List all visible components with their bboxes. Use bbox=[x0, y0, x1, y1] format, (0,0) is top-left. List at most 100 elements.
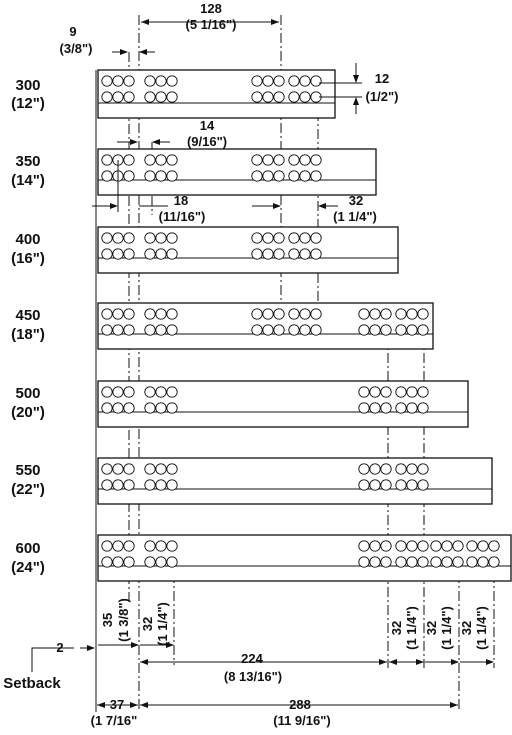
mounting-hole bbox=[380, 540, 392, 552]
mounting-hole bbox=[166, 386, 178, 398]
hole-pattern bbox=[101, 540, 500, 568]
mounting-hole bbox=[369, 324, 381, 336]
mounting-hole bbox=[155, 463, 167, 475]
mounting-hole bbox=[406, 386, 418, 398]
dimension-37: 37 (1 7/16" bbox=[91, 697, 138, 728]
mounting-hole bbox=[441, 556, 453, 568]
dimension-35: 35 (1 3/8") bbox=[98, 598, 139, 648]
mounting-hole bbox=[251, 248, 263, 260]
size-label-400-mm: 400 bbox=[15, 231, 40, 248]
mounting-hole bbox=[101, 479, 113, 491]
dimension-inch: (3/8") bbox=[60, 41, 93, 56]
mounting-hole bbox=[417, 386, 429, 398]
dimension-2-setback: 2 Setback bbox=[3, 640, 95, 692]
mounting-hole bbox=[144, 479, 156, 491]
mounting-hole bbox=[380, 386, 392, 398]
mounting-hole bbox=[112, 75, 124, 87]
mounting-hole bbox=[166, 154, 178, 166]
mounting-hole bbox=[273, 154, 285, 166]
arrowhead bbox=[451, 659, 459, 665]
size-label-450-mm: 450 bbox=[15, 307, 40, 324]
dimension-value: 35 bbox=[100, 613, 115, 627]
hole-pattern bbox=[101, 75, 322, 103]
mounting-hole bbox=[166, 463, 178, 475]
mounting-hole bbox=[395, 556, 407, 568]
mounting-hole bbox=[358, 402, 370, 414]
mounting-hole bbox=[417, 402, 429, 414]
mounting-hole bbox=[144, 232, 156, 244]
mounting-hole bbox=[369, 402, 381, 414]
mounting-hole bbox=[166, 170, 178, 182]
setback-label: Setback bbox=[3, 675, 61, 692]
hole-pattern bbox=[101, 463, 429, 491]
arrowhead bbox=[120, 49, 128, 55]
arrowhead bbox=[140, 659, 148, 665]
mounting-hole bbox=[310, 324, 322, 336]
mounting-hole bbox=[155, 556, 167, 568]
arrowhead bbox=[271, 19, 279, 25]
mounting-hole bbox=[273, 75, 285, 87]
hole-pattern bbox=[101, 386, 429, 414]
mounting-hole bbox=[112, 386, 124, 398]
mounting-hole bbox=[262, 91, 274, 103]
mounting-hole bbox=[251, 91, 263, 103]
mounting-hole bbox=[299, 91, 311, 103]
mounting-hole bbox=[123, 248, 135, 260]
mounting-hole bbox=[262, 308, 274, 320]
mounting-hole bbox=[310, 308, 322, 320]
mounting-hole bbox=[273, 248, 285, 260]
slide-600 bbox=[97, 534, 512, 582]
hole-pattern bbox=[101, 154, 322, 182]
mounting-hole bbox=[299, 324, 311, 336]
size-label-300-mm: 300 bbox=[15, 77, 40, 94]
mounting-hole bbox=[123, 170, 135, 182]
mounting-hole bbox=[395, 324, 407, 336]
mounting-hole bbox=[101, 463, 113, 475]
mounting-hole bbox=[358, 479, 370, 491]
size-label-350-inch: (14") bbox=[11, 172, 45, 189]
mounting-hole bbox=[262, 248, 274, 260]
mounting-hole bbox=[144, 402, 156, 414]
mounting-hole bbox=[251, 308, 263, 320]
dimension-inch: (9/16") bbox=[187, 134, 227, 149]
mounting-hole bbox=[155, 248, 167, 260]
mounting-hole bbox=[288, 154, 300, 166]
mounting-hole bbox=[112, 308, 124, 320]
dimension-14: 14 (9/16") bbox=[117, 118, 227, 149]
mounting-hole bbox=[123, 324, 135, 336]
dimension-inch: (1 1/4") bbox=[155, 602, 170, 646]
size-label-600-mm: 600 bbox=[15, 540, 40, 557]
dimension-inch: (5 1/16") bbox=[186, 17, 237, 32]
mounting-hole bbox=[395, 402, 407, 414]
mounting-hole bbox=[166, 91, 178, 103]
dimension-value: 224 bbox=[241, 651, 263, 666]
size-label-300-inch: (12") bbox=[11, 95, 45, 112]
dimension-value: 32 bbox=[349, 193, 363, 208]
mounting-hole bbox=[251, 232, 263, 244]
arrowhead bbox=[486, 659, 494, 665]
mounting-hole bbox=[112, 248, 124, 260]
dimension-inch: (1 1/4") bbox=[439, 606, 454, 650]
mounting-hole bbox=[155, 170, 167, 182]
mounting-hole bbox=[395, 463, 407, 475]
mounting-hole bbox=[395, 540, 407, 552]
mounting-hole bbox=[452, 556, 464, 568]
size-label-550-mm: 550 bbox=[15, 462, 40, 479]
arrowhead bbox=[141, 19, 149, 25]
mounting-hole bbox=[288, 308, 300, 320]
mounting-hole bbox=[101, 75, 113, 87]
mounting-hole bbox=[380, 402, 392, 414]
slide-bar bbox=[97, 226, 399, 274]
mounting-hole bbox=[406, 402, 418, 414]
mounting-hole bbox=[101, 154, 113, 166]
mounting-hole bbox=[395, 308, 407, 320]
dimension-inch: (11 9/16") bbox=[273, 713, 330, 728]
size-label-600-inch: (24") bbox=[11, 559, 45, 576]
mounting-hole bbox=[144, 463, 156, 475]
mounting-hole bbox=[155, 540, 167, 552]
mounting-hole bbox=[144, 91, 156, 103]
dimension-inch: (1 1/4") bbox=[404, 606, 419, 650]
mounting-hole bbox=[358, 463, 370, 475]
mounting-hole bbox=[369, 463, 381, 475]
mounting-hole bbox=[144, 248, 156, 260]
